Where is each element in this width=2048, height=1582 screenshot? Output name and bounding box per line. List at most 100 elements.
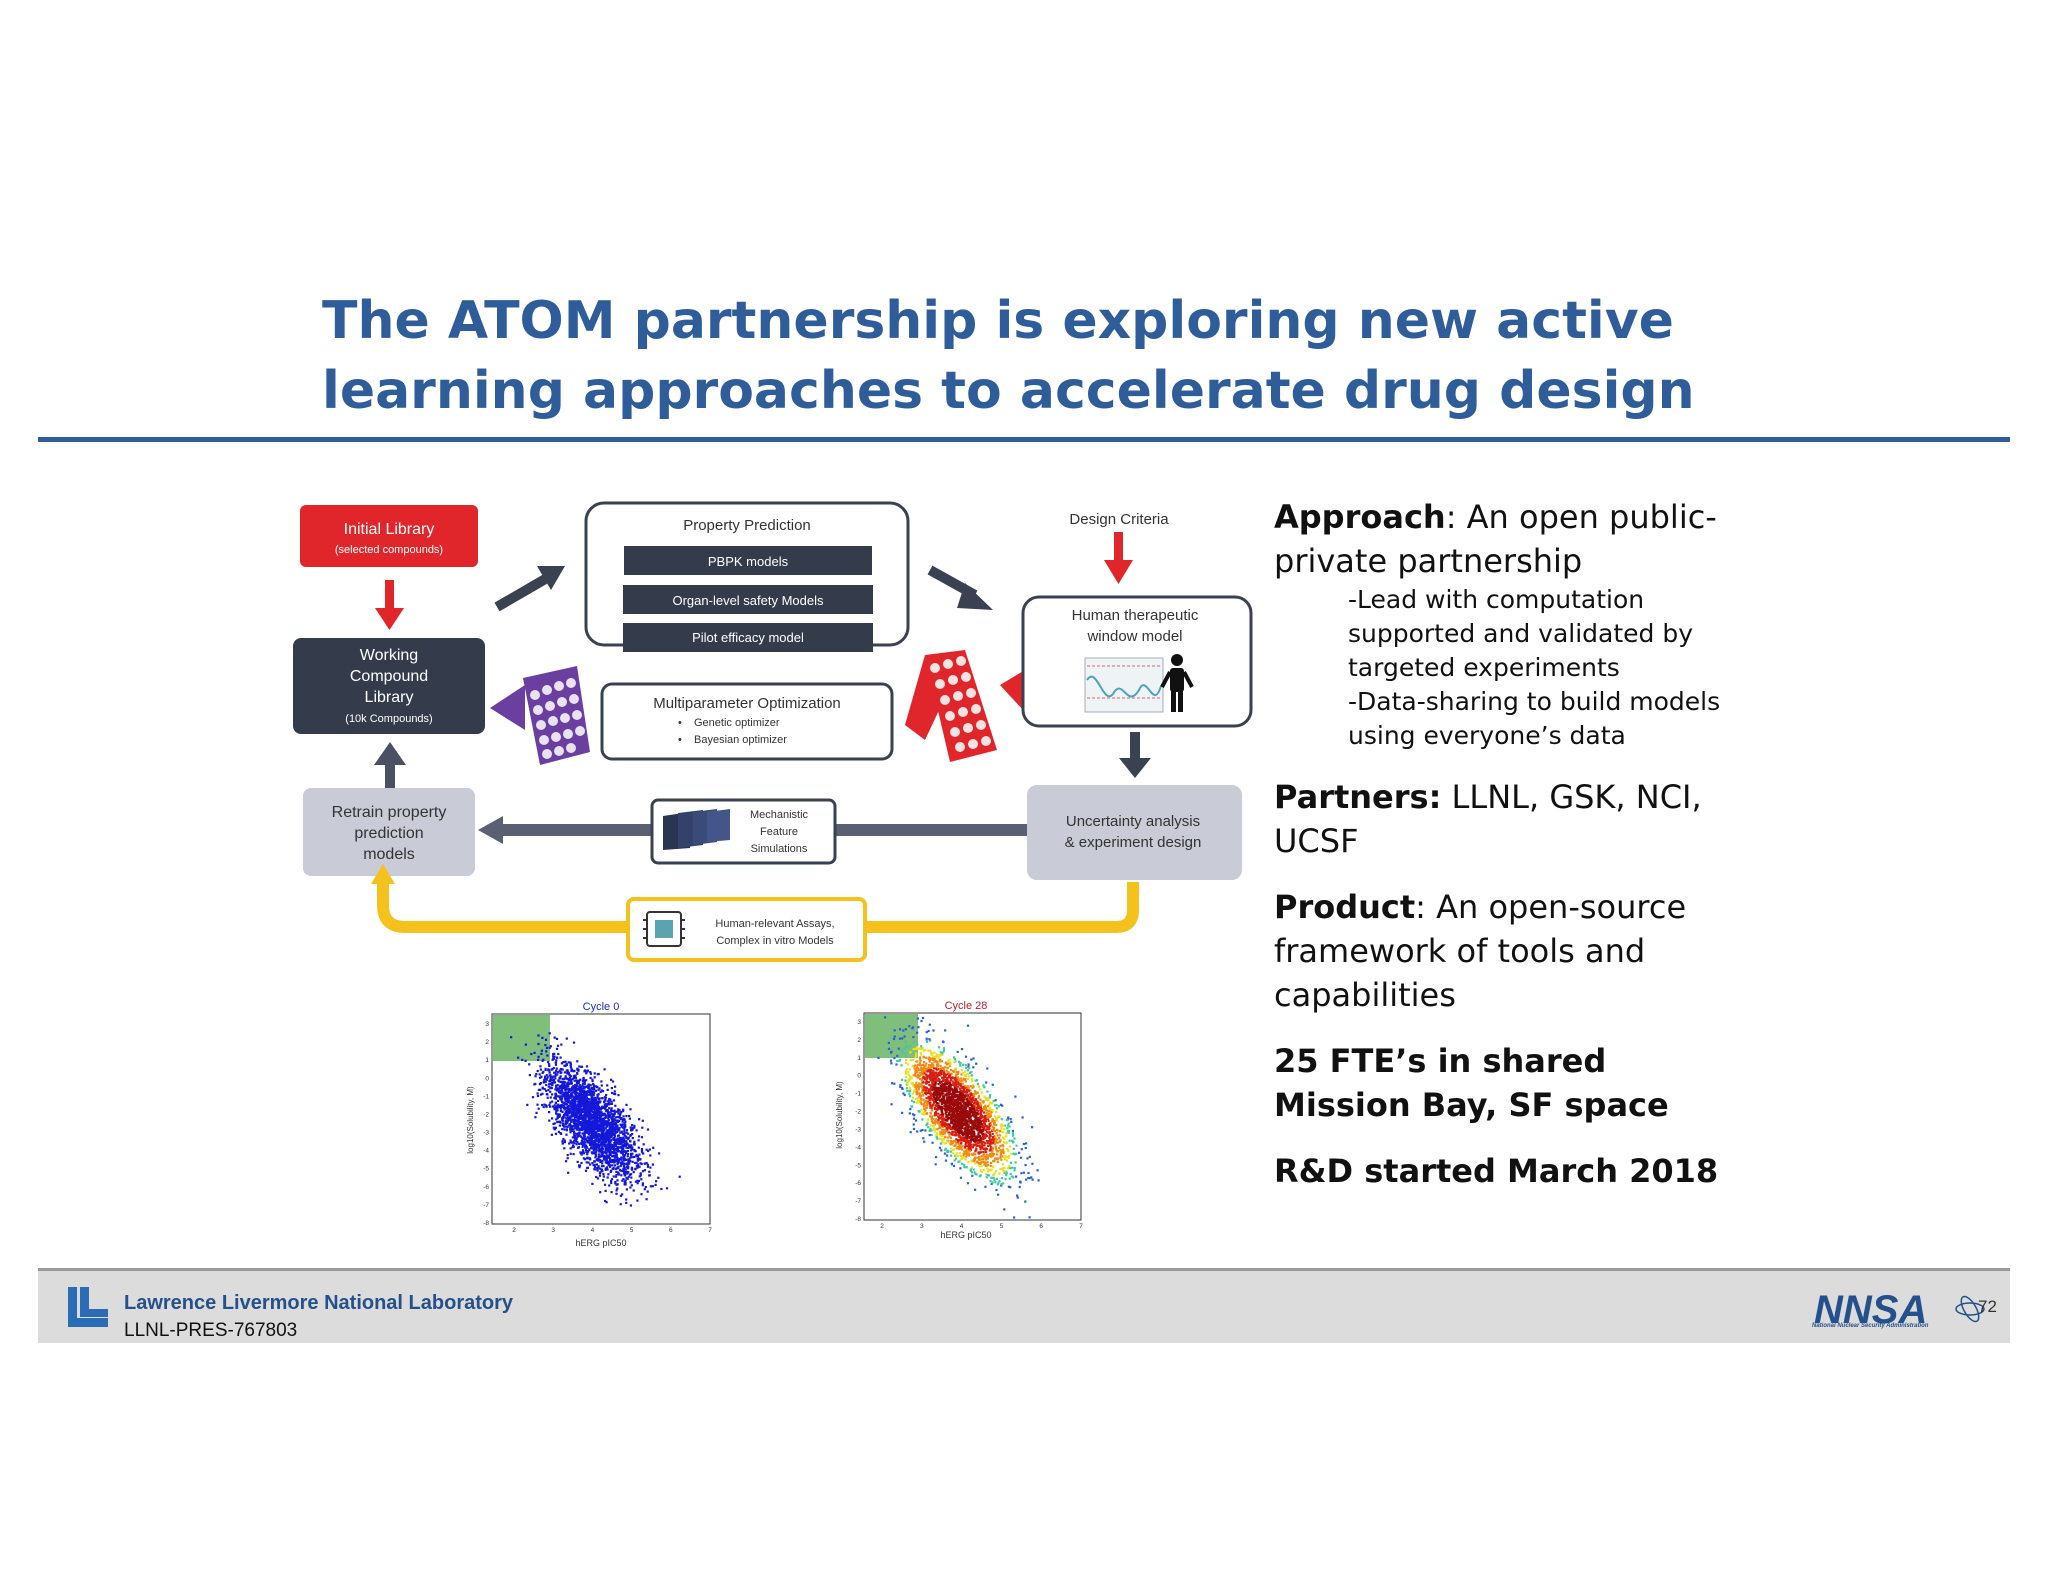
scatter-point <box>890 1082 894 1085</box>
scatter-point <box>992 1100 995 1103</box>
scatter-point <box>928 1069 931 1072</box>
scatter-point <box>977 1141 980 1144</box>
scatter-point <box>602 1147 605 1150</box>
scatter-point <box>590 1140 593 1143</box>
scatter-point <box>984 1185 987 1188</box>
scatter-point <box>543 1078 546 1081</box>
scatter-point <box>535 1072 538 1076</box>
scatter-point <box>613 1152 616 1155</box>
scatter-point <box>934 1071 937 1074</box>
scatter-point <box>989 1144 992 1147</box>
scatter-point <box>967 1141 970 1145</box>
scatter-point <box>651 1163 654 1166</box>
scatter-point <box>979 1088 982 1091</box>
scatter-point <box>959 1084 962 1087</box>
scatter-point <box>577 1115 580 1118</box>
scatter-point <box>941 1076 944 1079</box>
scatter-point <box>968 1075 971 1078</box>
scatter-point <box>573 1079 576 1082</box>
scatter-point <box>1003 1124 1006 1127</box>
scatter-point <box>592 1097 595 1100</box>
scatter-point <box>539 1093 543 1096</box>
scatter-point <box>577 1079 580 1082</box>
scatter-point <box>983 1095 986 1098</box>
scatter-point <box>954 1113 957 1116</box>
scatter-point <box>628 1114 631 1118</box>
scatter-point <box>564 1089 567 1092</box>
scatter-point <box>930 1107 933 1110</box>
scatter-point <box>947 1112 951 1115</box>
scatter-point <box>1024 1147 1027 1150</box>
scatter-point <box>990 1152 993 1155</box>
scatter-point <box>560 1104 563 1107</box>
scatter-point <box>903 1051 906 1054</box>
scatter-point <box>972 1096 975 1099</box>
scatter-point <box>598 1134 601 1138</box>
scatter-point <box>939 1074 942 1077</box>
scatter-point <box>619 1137 622 1140</box>
scatter-point <box>610 1100 613 1103</box>
scatter-point <box>993 1160 996 1163</box>
scatter-point <box>625 1201 628 1204</box>
scatter-point <box>613 1090 616 1093</box>
scatter-point <box>623 1180 626 1183</box>
scatter-point <box>592 1136 595 1139</box>
scatter-point <box>598 1129 601 1132</box>
scatter-point <box>638 1118 641 1121</box>
scatter-point <box>567 1098 570 1101</box>
scatter-point <box>615 1128 618 1131</box>
scatter-point <box>633 1124 636 1127</box>
scatter-point <box>579 1112 582 1115</box>
scatter-point <box>940 1124 944 1127</box>
scatter-point <box>572 1102 575 1105</box>
scatter-point <box>617 1171 620 1174</box>
scatter-point <box>922 1137 925 1140</box>
scatter-point <box>632 1126 635 1130</box>
scatter-point <box>612 1137 615 1140</box>
scatter-point <box>623 1134 626 1137</box>
scatter-point <box>606 1176 609 1179</box>
scatter-point <box>1000 1151 1003 1154</box>
scatter-point <box>951 1130 954 1133</box>
scatter-point <box>925 1031 928 1034</box>
scatter-point <box>583 1070 586 1073</box>
scatter-point <box>649 1154 652 1157</box>
scatter-point <box>577 1105 580 1108</box>
scatter-point <box>658 1152 661 1155</box>
scatter-point <box>577 1120 580 1123</box>
scatter-point <box>973 1093 976 1096</box>
scatter-point <box>913 1041 916 1044</box>
scatter-point <box>562 1124 565 1127</box>
scatter-point <box>605 1103 609 1106</box>
scatter-point <box>575 1091 578 1094</box>
scatter-point <box>623 1183 626 1186</box>
scatter-point <box>615 1183 618 1186</box>
scatter-point <box>576 1072 579 1075</box>
scatter-point <box>963 1074 966 1077</box>
scatter-point <box>936 1073 939 1076</box>
scatter-point <box>629 1186 632 1189</box>
scatter-point <box>942 1098 945 1101</box>
scatter-point <box>576 1060 579 1063</box>
scatter-point <box>622 1153 625 1156</box>
scatter-point <box>976 1101 979 1104</box>
scatter-point <box>982 1101 985 1104</box>
scatter-point <box>575 1125 578 1128</box>
scatter-point <box>959 1099 962 1102</box>
scatter-point <box>608 1124 611 1127</box>
scatter-point <box>982 1128 985 1131</box>
scatter-point <box>952 1151 955 1155</box>
scatter-point <box>970 1126 973 1129</box>
tick-label: -1 <box>483 1093 489 1100</box>
scatter-point <box>607 1146 610 1149</box>
scatter-point <box>581 1137 584 1140</box>
scatter-point <box>552 1079 556 1082</box>
scatter-point <box>967 1124 970 1127</box>
scatter-point <box>570 1087 573 1090</box>
scatter-point <box>932 1055 935 1058</box>
scatter-point <box>590 1089 593 1092</box>
scatter-point <box>938 1094 941 1097</box>
scatter-point <box>574 1137 577 1140</box>
scatter-point <box>996 1138 999 1141</box>
scatter-point <box>607 1155 610 1158</box>
